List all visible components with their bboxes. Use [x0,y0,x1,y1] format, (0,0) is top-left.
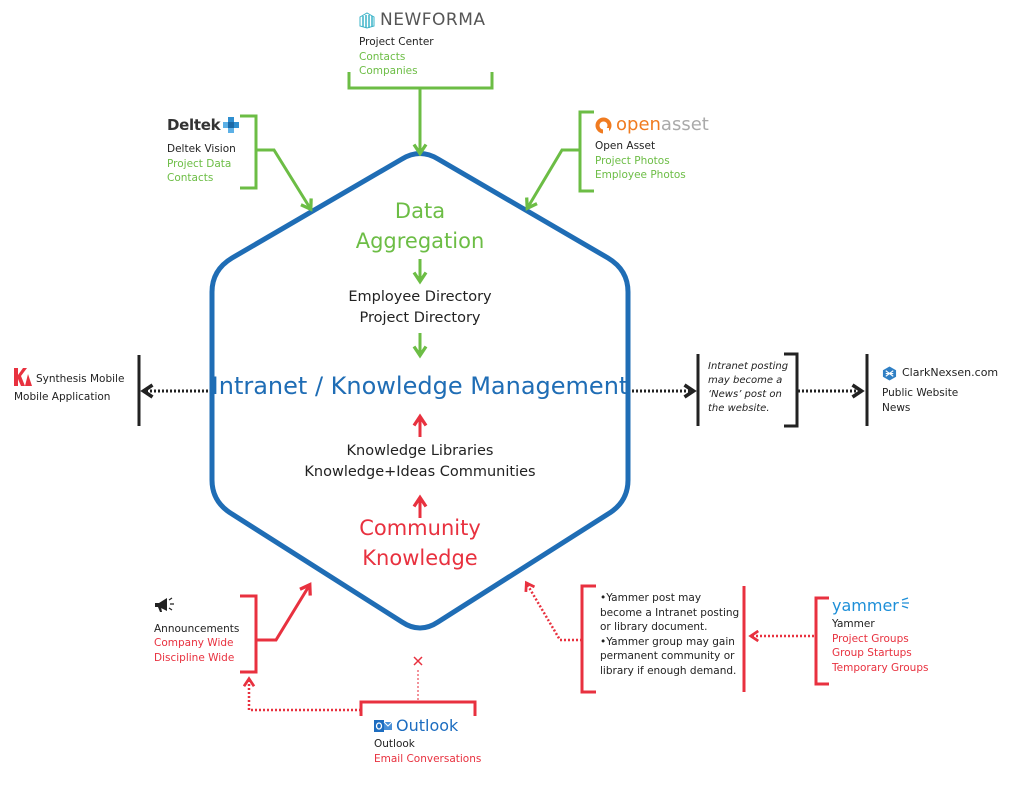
deltek-logo-text: Deltek [167,116,221,134]
outlook-block: Outlook Outlook Email Conversations [374,718,481,766]
clarknexsen-item: News [882,401,911,414]
yammer-item: Project Groups [832,632,909,645]
deltek-cross-icon [223,117,240,133]
outlook-item: Email Conversations [374,752,482,765]
announcements-item: Company Wide [154,637,234,649]
synthesis-name: Synthesis Mobile [36,372,125,385]
yammer-note-line: become a Intranet posting [600,606,740,619]
yammer-note-line: or library document. [600,621,708,633]
website-note-line: may become a [708,375,783,386]
clarknexsen-name[interactable]: ClarkNexsen.com [902,366,999,380]
newforma-block: NEWFORMA Project Center Contacts Compani… [359,10,486,79]
outlook-name: Outlook [374,738,415,750]
yammer-item: Temporary Groups [832,661,929,674]
blocked-x-icon [413,656,423,666]
announcements-item: Discipline Wide [154,651,235,664]
yammer-note-line: permanent community or [600,650,735,662]
outlook-connector [359,656,477,716]
megaphone-icon [155,597,174,612]
openasset-connector [525,110,594,211]
employee-directory-label: Employee Directory [348,289,492,305]
synthesis-block: Synthesis Mobile Mobile Application [14,368,124,405]
data-aggregation-heading: Data Aggregation [220,196,620,256]
clarknexsen-item: Public Website [882,387,959,399]
intranet-title-text: Intranet / Knowledge Management [211,372,629,400]
website-note-line: the website. [708,403,770,414]
directories-text: Employee Directory Project Directory [220,287,620,329]
announcements-name: Announcements [154,622,240,635]
outlook-logo-icon [374,720,392,732]
yammer-logo-text: yammer [832,596,899,615]
website-note: Intranet posting may become a ‘News’ pos… [708,360,788,416]
clarknexsen-hex-icon [882,366,897,381]
deltek-item: Project Data [167,157,232,170]
openasset-name: Open Asset [595,140,656,152]
newforma-name: Project Center [359,36,434,48]
project-directory-label: Project Directory [359,310,481,326]
newforma-logo-text: NEWFORMA [380,10,486,30]
openasset-logo-asset: asset [660,114,709,135]
deltek-block: Deltek Deltek Vision Project Data Contac… [167,116,240,186]
website-note-line: Intranet posting [708,361,789,372]
data-aggregation-line: Data [394,199,446,223]
newforma-logo-icon [359,11,375,29]
newforma-item: Companies [359,65,418,77]
yammer-block: yammer Yammer Project Groups Group Start… [832,597,928,675]
openasset-item: Employee Photos [595,169,686,181]
announcements-block: Announcements Company Wide Discipline Wi… [154,597,239,665]
openasset-logo-open: open [616,114,661,135]
deltek-connector [240,114,313,212]
knowledge-communities-label: Knowledge+Ideas Communities [304,464,536,480]
synthesis-sub: Mobile Application [14,391,111,403]
deltek-item: Contacts [167,172,214,184]
synthesis-logo-icon [14,368,32,386]
newforma-connector [347,72,494,157]
openasset-block: openasset Open Asset Project Photos Empl… [595,116,709,183]
yammer-note-connector [524,580,829,694]
deltek-name: Deltek Vision [167,143,236,155]
yammer-note-line: library if enough demand. [600,664,737,677]
community-knowledge-heading: Community Knowledge [220,513,620,573]
yammer-note-line: •Yammer post may [600,592,702,604]
openasset-ring-icon [595,117,612,134]
website-note-connector [632,352,869,428]
knowledge-libraries-label: Knowledge Libraries [346,443,494,459]
community-knowledge-line: Knowledge [362,546,478,570]
data-aggregation-line: Aggregation [355,229,485,253]
yammer-note-line: •Yammer group may gain [600,635,735,648]
libraries-text: Knowledge Libraries Knowledge+Ideas Comm… [220,441,620,483]
openasset-item: Project Photos [595,154,670,167]
intranet-title: Intranet / Knowledge Management [200,372,640,400]
intranet-hexagon [209,151,631,631]
community-knowledge-line: Community [359,516,481,540]
yammer-note: •Yammer post may become a Intranet posti… [600,591,739,678]
outlook-logo-text: Outlook [396,715,459,735]
synthesis-connector [137,355,208,426]
website-note-line: ‘News’ post on [708,389,782,400]
yammer-name: Yammer [832,618,875,630]
announcements-connector [240,582,361,712]
clarknexsen-block: ClarkNexsen.com Public Website News [882,366,998,415]
yammer-item: Group Startups [832,647,912,659]
newforma-item: Contacts [359,50,406,63]
yammer-logo-icon [901,597,909,609]
